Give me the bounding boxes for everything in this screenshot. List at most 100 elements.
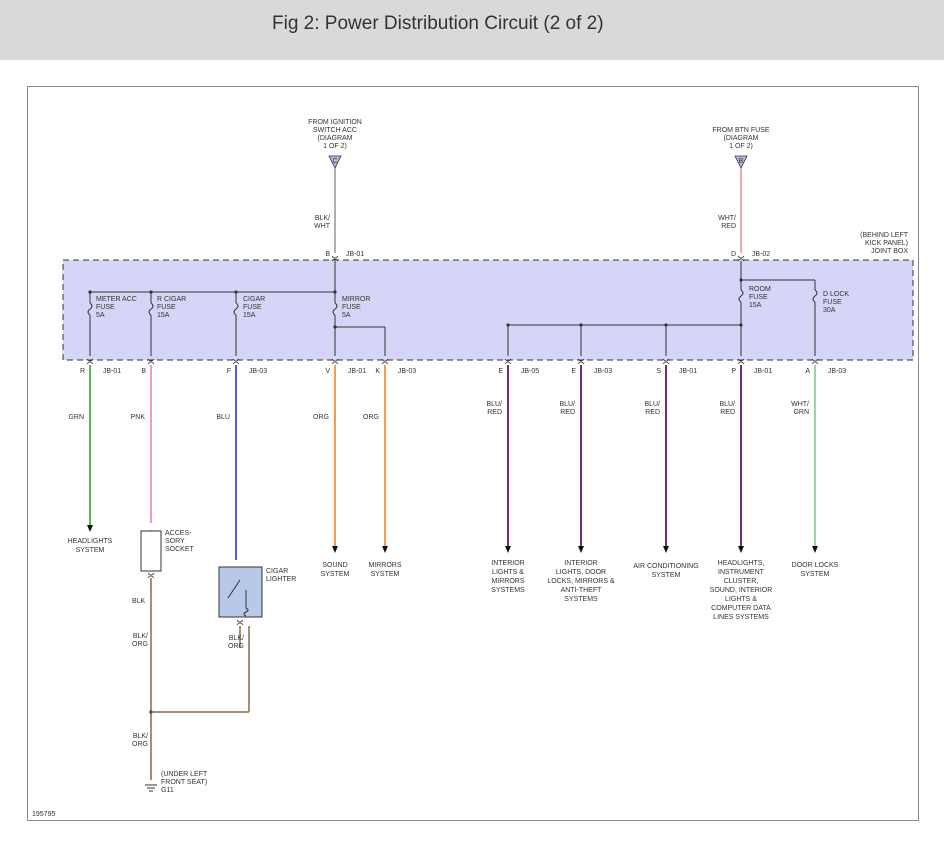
joint-box-label: (BEHIND LEFT bbox=[860, 232, 909, 239]
fuse-label: D LOCK bbox=[823, 291, 849, 298]
output-pin-connector bbox=[577, 358, 585, 365]
source-pin-connector bbox=[331, 255, 339, 262]
fuse-label: 15A bbox=[243, 312, 256, 319]
source-connector-letter: B bbox=[739, 158, 744, 165]
lighter-label: CIGAR bbox=[266, 568, 288, 575]
output-wire-color: BLU/ bbox=[559, 401, 575, 408]
output-pin: R bbox=[80, 368, 85, 375]
output-destination: LIGHTS & bbox=[725, 596, 757, 603]
output-pin: S bbox=[656, 368, 661, 375]
fuse-label: ROOM bbox=[749, 286, 771, 293]
fuse-symbol bbox=[233, 302, 239, 316]
output-arrow bbox=[332, 546, 338, 553]
wire-color-blk-org: ORG bbox=[132, 741, 148, 748]
ground-icon bbox=[145, 784, 157, 792]
output-destination: LIGHTS, DOOR bbox=[556, 569, 606, 576]
fuse-label: 30A bbox=[823, 307, 836, 314]
output-pin-connector bbox=[331, 358, 339, 365]
fuse-symbol bbox=[87, 302, 93, 316]
output-destination: AIR CONDITIONING bbox=[633, 563, 698, 570]
source-pin: D bbox=[731, 251, 736, 258]
joint-box-label: KICK PANEL) bbox=[865, 240, 908, 247]
output-jb-code: JB-03 bbox=[828, 368, 846, 375]
output-destination: SYSTEMS bbox=[491, 587, 525, 594]
output-jb-code: JB-03 bbox=[249, 368, 267, 375]
output-arrow bbox=[505, 546, 511, 553]
output-pin: E bbox=[498, 368, 503, 375]
fuse-symbol bbox=[812, 289, 818, 303]
source-connector bbox=[328, 155, 342, 169]
source-label: 1 OF 2) bbox=[729, 143, 753, 150]
wire-color-blk-org: BLK/ bbox=[133, 633, 148, 640]
source-connector bbox=[734, 155, 748, 169]
output-pin-connector bbox=[147, 358, 155, 365]
fuse-label: FUSE bbox=[342, 304, 361, 311]
wire-color-blk-org: BLK/ bbox=[133, 733, 148, 740]
output-destination: LIGHTS & bbox=[492, 569, 524, 576]
output-wire-color: PNK bbox=[131, 414, 146, 421]
fuse-symbol bbox=[332, 302, 338, 316]
page-title: Fig 2: Power Distribution Circuit (2 of … bbox=[272, 13, 604, 34]
output-jb-code: JB-01 bbox=[754, 368, 772, 375]
output-destination: HEADLIGHTS bbox=[68, 538, 113, 545]
fuse-label: MIRROR bbox=[342, 296, 370, 303]
output-destination: HEADLIGHTS, bbox=[718, 560, 765, 567]
wire-color-blk-org: BLK/ bbox=[229, 635, 244, 642]
source-label: FROM BTN FUSE bbox=[712, 127, 769, 134]
source-label: 1 OF 2) bbox=[323, 143, 347, 150]
output-pin-connector bbox=[86, 358, 94, 365]
fuse-label: 5A bbox=[342, 312, 351, 319]
output-pin: F bbox=[227, 368, 231, 375]
output-destination: CLUSTER, bbox=[724, 578, 759, 585]
output-pin-connector bbox=[232, 358, 240, 365]
output-wire-color: BLU bbox=[216, 414, 230, 421]
output-arrow bbox=[738, 546, 744, 553]
output-pin-connector bbox=[662, 358, 670, 365]
output-wire-color: RED bbox=[560, 409, 575, 416]
source-pin: B bbox=[325, 251, 330, 258]
output-pin-connector bbox=[737, 358, 745, 365]
source-pin-connector bbox=[737, 255, 745, 262]
output-wire-color: RED bbox=[720, 409, 735, 416]
output-destination: SOUND bbox=[322, 562, 347, 569]
output-destination: SYSTEM bbox=[652, 572, 681, 579]
source-wire-color: RED bbox=[721, 223, 736, 230]
output-pin: P bbox=[731, 368, 736, 375]
joint-box bbox=[62, 259, 914, 361]
output-jb-code: JB-01 bbox=[679, 368, 697, 375]
socket-label: ACCES- bbox=[165, 530, 192, 537]
output-arrow bbox=[87, 525, 93, 532]
output-destination: SYSTEM bbox=[76, 547, 105, 554]
fuse-label: R CIGAR bbox=[157, 296, 186, 303]
output-pin-connector bbox=[504, 358, 512, 365]
socket-label: SORY bbox=[165, 538, 185, 545]
wire-color-blk-org: ORG bbox=[228, 643, 244, 650]
fuse-symbol bbox=[148, 302, 154, 316]
source-wire-color: WHT/ bbox=[718, 215, 736, 222]
output-destination: LOCKS, MIRRORS & bbox=[547, 578, 615, 585]
source-label: (DIAGRAM bbox=[724, 135, 759, 142]
junction-dot bbox=[333, 325, 337, 329]
joint-box-label: JOINT BOX bbox=[871, 248, 908, 255]
fuse-label: METER ACC bbox=[96, 296, 137, 303]
title-bar: Fig 2: Power Distribution Circuit (2 of … bbox=[0, 0, 944, 60]
fuse-label: FUSE bbox=[157, 304, 176, 311]
output-arrow bbox=[663, 546, 669, 553]
figure-id: 195795 bbox=[32, 811, 55, 818]
fuse-label: FUSE bbox=[243, 304, 262, 311]
output-destination: SOUND, INTERIOR bbox=[710, 587, 773, 594]
source-jb-code: JB-02 bbox=[752, 251, 770, 258]
output-destination: SYSTEMS bbox=[564, 596, 598, 603]
output-arrow bbox=[382, 546, 388, 553]
output-jb-code: JB-05 bbox=[521, 368, 539, 375]
source-wire-color: WHT bbox=[314, 223, 331, 230]
fuse-label: 15A bbox=[749, 302, 762, 309]
lighter-connector bbox=[236, 619, 244, 626]
output-destination: INTERIOR bbox=[564, 560, 597, 567]
output-destination: DOOR LOCKS bbox=[792, 562, 839, 569]
output-wire-color: BLU/ bbox=[486, 401, 502, 408]
diagram-frame bbox=[27, 86, 919, 821]
source-label: SWITCH ACC bbox=[313, 127, 357, 134]
output-wire-color: GRN bbox=[68, 414, 84, 421]
